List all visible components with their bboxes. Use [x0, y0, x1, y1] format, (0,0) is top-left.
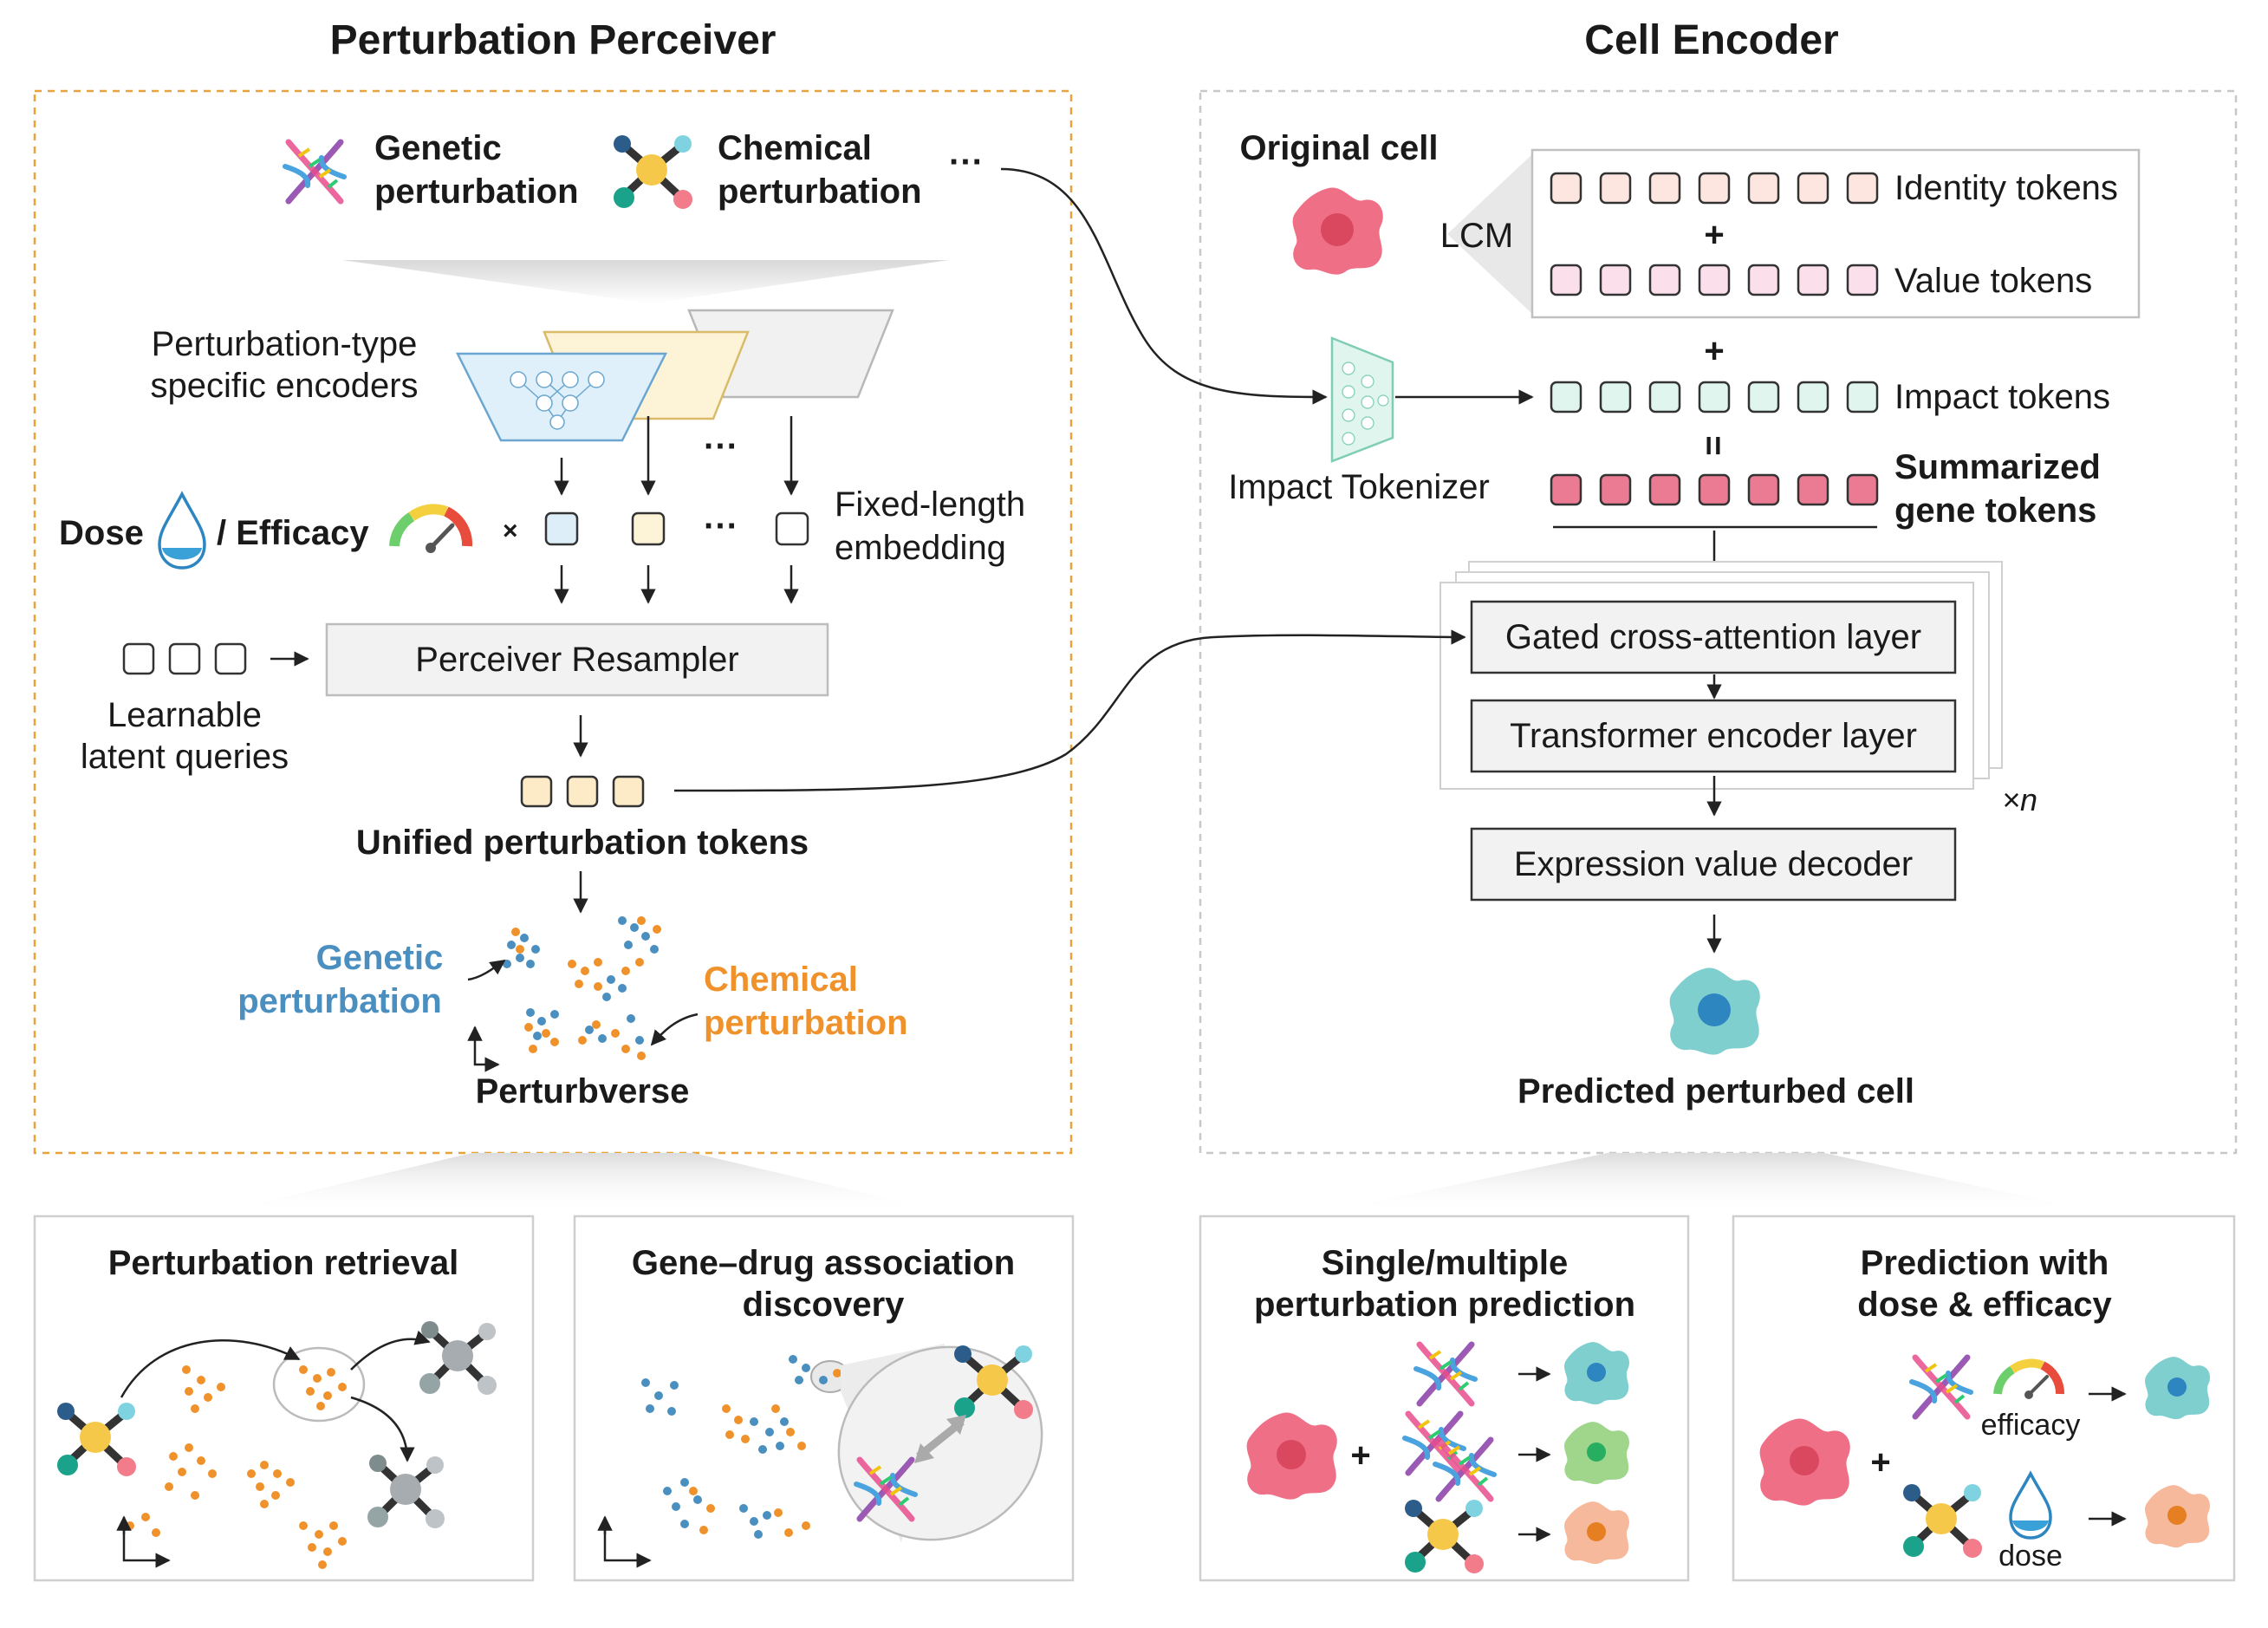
label-encoders-2: specific encoders [150, 367, 418, 405]
retrieval-highlight-ellipse [272, 1346, 366, 1423]
dna-icon [285, 142, 344, 201]
equals-sign: = [1694, 435, 1732, 455]
impact-tokens [1550, 381, 1879, 414]
label-fixed-length-2: embedding [835, 529, 1006, 567]
gauge-icon [389, 504, 473, 553]
summarized-tokens [1550, 473, 1879, 506]
embedding-token-grey [775, 511, 809, 546]
value-tokens [1550, 264, 1879, 296]
title-perturbation-perceiver: Perturbation Perceiver [330, 17, 777, 63]
title-cell-encoder: Cell Encoder [1584, 17, 1838, 63]
label-encoders: Perturbation-type [152, 325, 418, 363]
transformer-encoder-label: Transformer encoder layer [1510, 717, 1917, 755]
label-perturbverse: Perturbverse [476, 1072, 690, 1110]
label-task-efficacy: efficacy [1981, 1409, 2081, 1442]
lcm-box [1530, 148, 2141, 319]
task-dose-title: Prediction with [1861, 1244, 2109, 1282]
ellipsis-embeddings: ··· [704, 507, 738, 545]
task-gene-drug-title: Gene–drug association [632, 1244, 1015, 1282]
panel-perceiver [33, 89, 1073, 1155]
plus-2: + [1704, 332, 1724, 370]
label-genetic-2: perturbation [374, 173, 579, 211]
label-summarized: Summarized [1894, 448, 2101, 486]
unified-token-1 [520, 775, 553, 808]
expression-decoder-box [1470, 827, 1957, 902]
spread-right [1326, 1153, 2097, 1212]
connector-unified-to-gated [673, 629, 1466, 792]
label-unified-tokens: Unified perturbation tokens [356, 824, 809, 862]
label-more-perturbations: ··· [949, 143, 984, 181]
label-task-dose: dose [1998, 1540, 2063, 1573]
ellipsis-encoders: ··· [704, 427, 738, 466]
gated-cross-attention-label: Gated cross-attention layer [1505, 618, 1921, 656]
unified-token-3 [612, 775, 645, 808]
latent-query-3 [214, 642, 247, 675]
latent-query-1 [122, 642, 155, 675]
perturbverse-scatter [467, 916, 661, 1072]
label-predicted-cell: Predicted perturbed cell [1517, 1072, 1914, 1110]
label-lcm: LCM [1440, 217, 1513, 255]
times-sign: × [503, 517, 518, 545]
expression-decoder-label: Expression value decoder [1514, 845, 1913, 883]
label-pv-genetic-2: perturbation [237, 982, 442, 1020]
label-identity-tokens: Identity tokens [1894, 169, 2118, 207]
task4-plus: + [1870, 1443, 1890, 1481]
latent-query-2 [168, 642, 201, 675]
label-value-tokens: Value tokens [1894, 262, 2092, 300]
label-times-n: ×n [2002, 782, 2037, 817]
embedding-token-blue [544, 511, 579, 546]
label-learnable: Learnable [107, 696, 262, 734]
plus-1: + [1704, 216, 1724, 254]
label-pv-genetic: Genetic [316, 939, 444, 977]
task-single-title: Single/multiple [1322, 1244, 1568, 1282]
unified-token-2 [566, 775, 599, 808]
label-summarized-2: gene tokens [1894, 492, 2096, 530]
label-genetic: Genetic [374, 129, 502, 167]
funnel-shape [342, 260, 949, 303]
task3-plus: + [1350, 1436, 1370, 1475]
label-learnable-2: latent queries [81, 738, 289, 776]
task-dose-title-2: dose & efficacy [1857, 1286, 2112, 1324]
label-efficacy: / Efficacy [217, 514, 369, 552]
task-gene-drug-title-2: discovery [743, 1286, 906, 1324]
encoder-blue [455, 352, 668, 442]
label-fixed-length: Fixed-length [835, 485, 1025, 524]
label-chemical-2: perturbation [718, 173, 922, 211]
spread-left [221, 1153, 945, 1212]
label-dose: Dose [59, 514, 144, 552]
identity-tokens [1550, 172, 1879, 205]
embedding-token-yellow [631, 511, 666, 546]
impact-tokenizer [1330, 336, 1394, 463]
task4-gauge-icon [1993, 1358, 2064, 1399]
double-arrow-icon [914, 1415, 966, 1463]
molecule-icon [614, 135, 692, 209]
gated-cross-attention-box [1470, 600, 1957, 674]
label-pv-chemical-2: perturbation [704, 1004, 908, 1042]
perceiver-resampler-box [325, 622, 829, 697]
task-single-title-2: perturbation prediction [1254, 1286, 1635, 1324]
label-chemical: Chemical [718, 129, 872, 167]
label-impact-tokenizer: Impact Tokenizer [1228, 468, 1490, 506]
label-pv-chemical: Chemical [704, 961, 858, 999]
label-original-cell: Original cell [1240, 129, 1439, 167]
transformer-encoder-box [1470, 699, 1957, 773]
connector-perturbation-to-tokenizer [1000, 167, 1328, 405]
lcm-bracket [1447, 154, 1532, 314]
perceiver-resampler-label: Perceiver Resampler [415, 641, 738, 679]
task-retrieval-title: Perturbation retrieval [108, 1244, 459, 1282]
gene-drug-scatter [641, 1355, 826, 1539]
retrieval-scatter [126, 1365, 347, 1569]
label-impact-tokens: Impact tokens [1894, 378, 2110, 416]
